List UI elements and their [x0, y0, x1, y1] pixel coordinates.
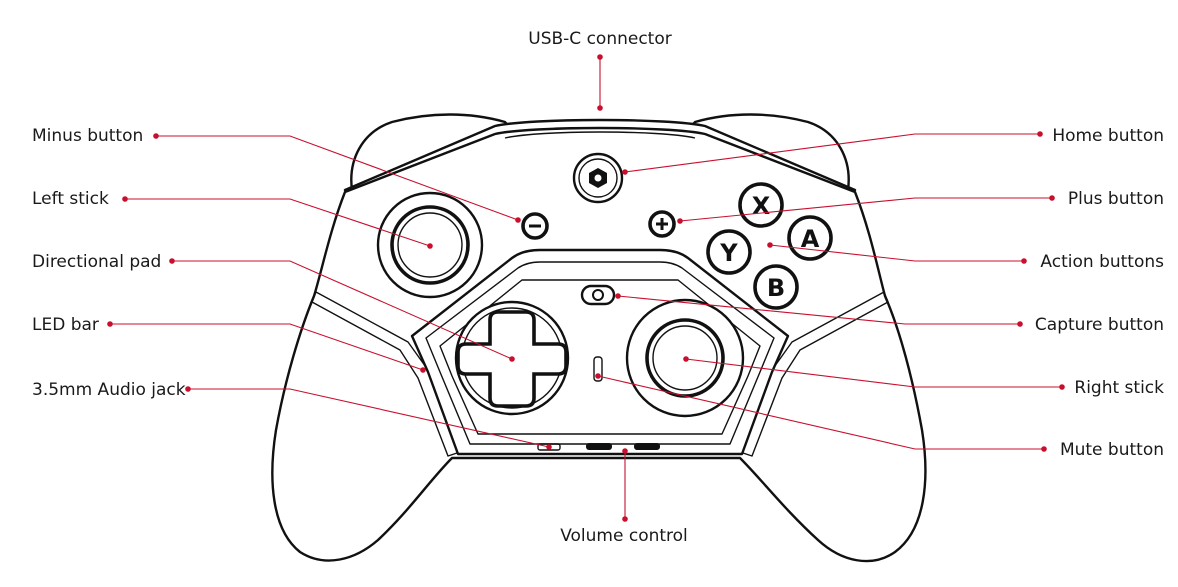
right-grip-panel [739, 291, 889, 457]
leader-plus [677, 195, 1055, 224]
leader-mute [595, 373, 1047, 452]
label-mute-button: Mute button [1060, 440, 1164, 460]
label-action-buttons: Action buttons [1040, 252, 1164, 272]
leader-home [622, 131, 1043, 175]
leader-dpad [169, 258, 515, 362]
leader-minus [153, 133, 521, 223]
mute-button-body [593, 356, 603, 382]
left-grip-panel [311, 291, 461, 457]
leader-led-bar [107, 321, 426, 373]
label-led-bar: LED bar [32, 315, 99, 335]
leader-lines [107, 54, 1065, 522]
leader-volume [622, 448, 628, 522]
controller: X Y A B [271, 113, 927, 563]
bottom-ports [537, 443, 660, 451]
label-volume-control: Volume control [560, 526, 688, 546]
face-buttons: X Y A B [706, 182, 833, 310]
label-usb-c: USB-C connector [528, 29, 671, 49]
label-capture-button: Capture button [1035, 315, 1164, 335]
center-plate-inner [425, 261, 775, 445]
leader-audio-jack [185, 386, 552, 450]
button-a-letter: A [801, 225, 820, 253]
leader-right-stick [683, 356, 1065, 390]
capture-button [580, 284, 616, 306]
home-button [572, 152, 624, 204]
label-left-stick: Left stick [32, 189, 109, 209]
button-b-letter: B [767, 274, 785, 302]
leader-capture [615, 293, 1023, 327]
center-plate-window [439, 279, 761, 435]
minus-button [521, 212, 549, 240]
button-y-letter: Y [719, 239, 738, 267]
label-minus-button: Minus button [32, 126, 143, 146]
leader-usb-c [597, 54, 603, 111]
label-directional-pad: Directional pad [32, 252, 161, 272]
leader-action [767, 242, 1027, 264]
label-audio-jack: 3.5mm Audio jack [32, 380, 186, 400]
label-right-stick: Right stick [1074, 378, 1164, 398]
callout-labels: USB-C connector Minus button Left stick … [32, 29, 1164, 546]
plus-button [648, 210, 676, 238]
top-bevel [504, 131, 696, 139]
leader-left-stick [122, 196, 433, 249]
label-plus-button: Plus button [1068, 189, 1164, 209]
button-x-letter: X [752, 192, 771, 220]
label-home-button: Home button [1052, 126, 1164, 146]
